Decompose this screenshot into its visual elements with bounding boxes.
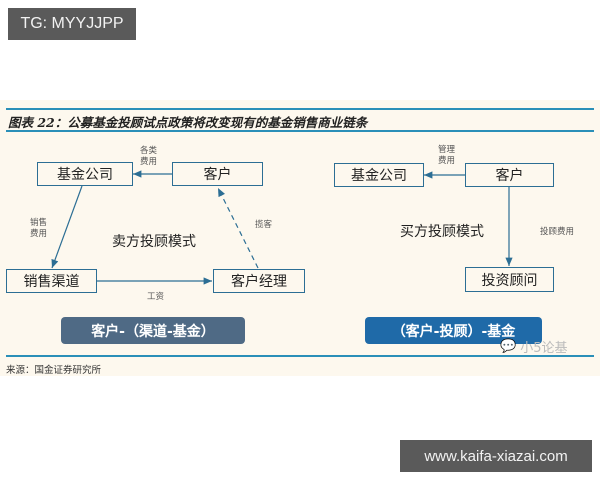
watermark-bottom: www.kaifa-xiazai.com	[400, 440, 592, 472]
edge-label-various-fees: 各类 费用	[140, 146, 158, 167]
overlay-watermark-text: 小5论基	[520, 341, 568, 356]
source-rule	[6, 355, 594, 357]
figure-source: 来源：国金证券研究所	[6, 365, 102, 376]
edge-label-management-fees: 管理 费用	[438, 145, 456, 166]
overlay-watermark: 💬 小5论基	[500, 337, 567, 356]
title-rule-bottom	[6, 130, 594, 132]
node-client-left: 客户	[172, 162, 263, 186]
title-rule-top	[6, 108, 594, 110]
edge-label-solicit: 揽客	[255, 220, 273, 230]
edge-label-salary: 工资	[147, 292, 165, 302]
node-investment-advisor: 投资顾问	[465, 267, 554, 292]
wechat-icon: 💬	[500, 339, 517, 354]
figure-title: 图表 22：公募基金投顾试点政策将改变现有的基金销售商业链条	[8, 115, 368, 130]
summary-pill-sell-side: 客户-（渠道-基金）	[61, 317, 245, 344]
node-fund-company-left: 基金公司	[37, 162, 133, 186]
node-fund-company-right: 基金公司	[334, 163, 424, 187]
node-account-manager: 客户经理	[213, 269, 305, 293]
edge-label-sales-fees: 销售 费用	[30, 218, 48, 239]
node-sales-channel: 销售渠道	[6, 269, 97, 293]
mode-label-buy-side: 买方投顾模式	[400, 224, 484, 240]
watermark-top: TG: MYYJJPP	[8, 8, 136, 40]
edge-label-advisory-fees: 投顾费用	[540, 227, 575, 237]
summary-pill-buy-side: （客户-投顾）-基金	[365, 317, 542, 344]
mode-label-sell-side: 卖方投顾模式	[112, 234, 196, 250]
node-client-right: 客户	[465, 163, 554, 187]
